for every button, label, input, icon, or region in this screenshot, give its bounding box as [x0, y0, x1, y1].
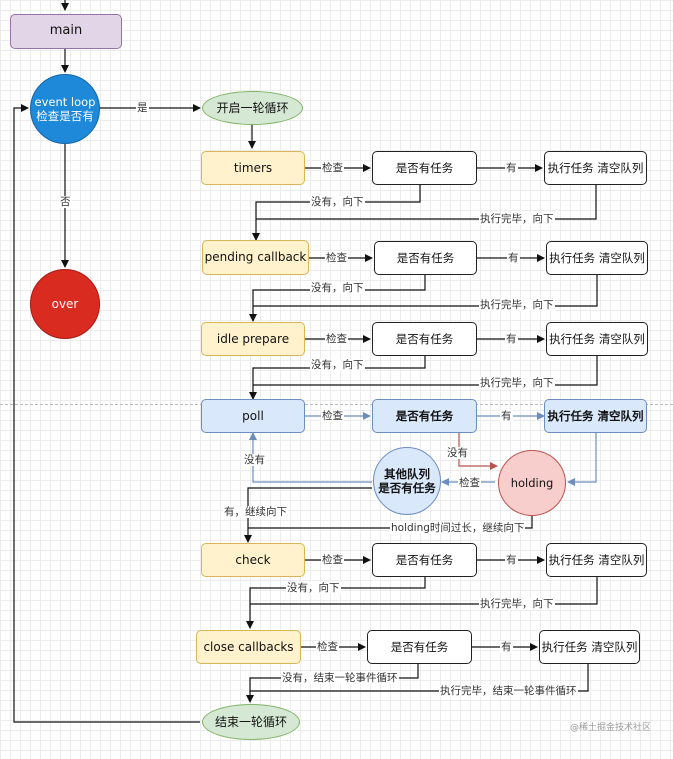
page-divider — [0, 404, 673, 405]
label-check-check: 检查 — [321, 554, 344, 566]
label-none-down-pending: 没有，向下 — [310, 282, 365, 294]
has-task-box-check: 是否有任务 — [372, 543, 477, 577]
run-task-box-pending: 执行任务 清空队列 — [546, 241, 648, 275]
label-none-holding: 没有 — [446, 447, 469, 459]
phase-close-callbacks: close callbacks — [196, 630, 301, 664]
phase-check: check — [201, 543, 305, 577]
run-task-box-idle: 执行任务 清空队列 — [546, 322, 648, 356]
label-done-down-check: 执行完毕，向下 — [479, 598, 555, 610]
other-queue-node: 其他队列 是否有任务 — [373, 447, 441, 515]
label-done-down-timers: 执行完毕，向下 — [479, 213, 555, 225]
label-check-holding: 检查 — [458, 477, 481, 489]
phase-timers: timers — [201, 151, 305, 185]
label-check-pending: 检查 — [325, 252, 348, 264]
phase-poll: poll — [201, 399, 305, 433]
label-none-poll: 没有 — [243, 454, 266, 466]
phase-pending-callback: pending callback — [202, 240, 309, 275]
has-task-box-idle: 是否有任务 — [372, 322, 477, 356]
label-has-continue: 有，继续向下 — [223, 506, 288, 518]
label-has-close: 有 — [500, 641, 513, 653]
over-node: over — [30, 269, 100, 339]
label-holding-timeout: holding时间过长，继续向下 — [390, 522, 526, 534]
label-none-end: 没有，结束一轮事件循环 — [281, 672, 399, 684]
label-has-poll: 有 — [500, 410, 513, 422]
run-task-box-check: 执行任务 清空队列 — [546, 543, 647, 577]
end-round-node: 结束一轮循环 — [202, 704, 300, 740]
label-none-down-check: 没有，向下 — [286, 582, 341, 594]
label-no: 否 — [59, 196, 72, 208]
label-done-down-pending: 执行完毕，向下 — [479, 299, 555, 311]
label-none-down-timers: 没有，向下 — [310, 196, 365, 208]
label-check-poll: 检查 — [321, 410, 344, 422]
label-done-down-idle: 执行完毕，向下 — [479, 377, 555, 389]
run-task-box-timers: 执行任务 清空队列 — [544, 151, 647, 185]
watermark-text: @稀土掘金技术社区 — [569, 723, 651, 733]
label-has-idle: 有 — [505, 333, 518, 345]
start-round-node: 开启一轮循环 — [202, 91, 303, 125]
label-has-timers: 有 — [505, 162, 518, 174]
has-task-box-pending: 是否有任务 — [374, 241, 477, 275]
main-node: main — [10, 14, 122, 49]
phase-idle-prepare: idle prepare — [201, 322, 305, 356]
label-has-pending: 有 — [507, 252, 520, 264]
holding-node: holding — [498, 450, 566, 516]
run-task-box-close: 执行任务 清空队列 — [539, 630, 640, 664]
event-loop-node: event loop 检查是否有 — [30, 74, 100, 144]
label-done-end: 执行完毕，结束一轮事件循环 — [439, 685, 578, 697]
label-check-idle: 检查 — [325, 333, 348, 345]
has-task-box-timers: 是否有任务 — [372, 151, 477, 185]
label-has-check: 有 — [505, 554, 518, 566]
has-task-box-close: 是否有任务 — [367, 630, 472, 664]
label-check-close: 检查 — [316, 641, 339, 653]
label-none-down-idle: 没有，向下 — [310, 359, 365, 371]
label-yes: 是 — [136, 102, 149, 114]
label-check-timers: 检查 — [321, 162, 344, 174]
run-task-box-poll: 执行任务 清空队列 — [544, 399, 647, 433]
has-task-box-poll: 是否有任务 — [372, 399, 477, 433]
